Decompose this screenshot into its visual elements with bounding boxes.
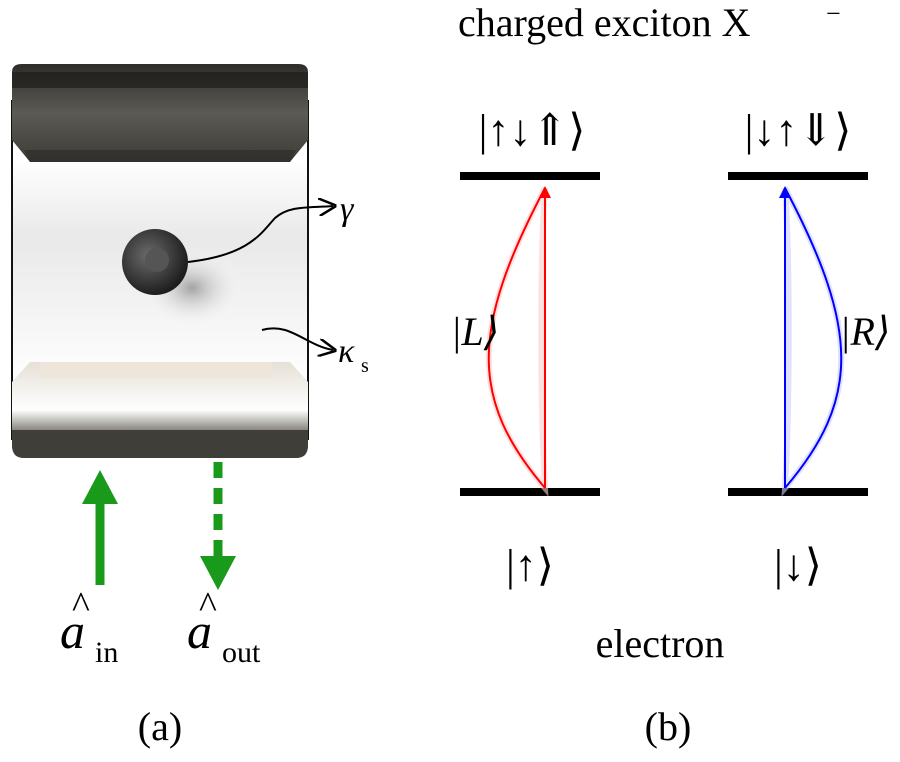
- caption-b: (b): [645, 704, 692, 749]
- cavity-panel: γ κ s ^ a in ^ a out (a): [11, 64, 369, 749]
- output-subscript: out: [222, 636, 261, 669]
- kappa-subscript: s: [361, 355, 369, 377]
- ground-state-left: |↑⟩: [506, 541, 554, 590]
- kappa-arrow: [261, 327, 333, 350]
- top-mirror: [12, 64, 308, 162]
- bottom-mirror: [12, 362, 308, 458]
- kappa-label: κ: [338, 333, 355, 370]
- left-photon-wave: [487, 187, 546, 489]
- exciton-title: charged exciton X: [458, 0, 751, 45]
- caption-a: (a): [138, 704, 182, 749]
- electron-label: electron: [596, 621, 725, 666]
- polarization-left: |L⟩: [451, 309, 500, 354]
- ground-state-right: |↓⟩: [774, 541, 822, 590]
- excited-state-right: |↓↑⇓⟩: [745, 106, 852, 155]
- input-operator: a: [60, 603, 85, 659]
- level-diagram-panel: charged exciton X − |↑↓⇑⟩ |↓↑⇓⟩ |L⟩ |R⟩ …: [451, 0, 891, 749]
- output-hat: ^: [199, 585, 217, 627]
- gamma-label: γ: [340, 191, 355, 228]
- input-arrowhead: [82, 470, 118, 504]
- input-subscript: in: [95, 636, 118, 669]
- input-hat: ^: [72, 585, 90, 627]
- gamma-arrow: [187, 206, 333, 263]
- exciton-title-sup: −: [826, 0, 841, 28]
- right-transition: [779, 186, 845, 497]
- output-arrowhead: [200, 556, 236, 590]
- excited-state-left: |↑↓⇑⟩: [479, 106, 586, 155]
- output-operator: a: [187, 603, 212, 659]
- quantum-dot-core: [145, 248, 169, 272]
- left-transition: [485, 186, 551, 497]
- polarization-right: |R⟩: [839, 309, 890, 354]
- right-photon-wave: [784, 187, 843, 489]
